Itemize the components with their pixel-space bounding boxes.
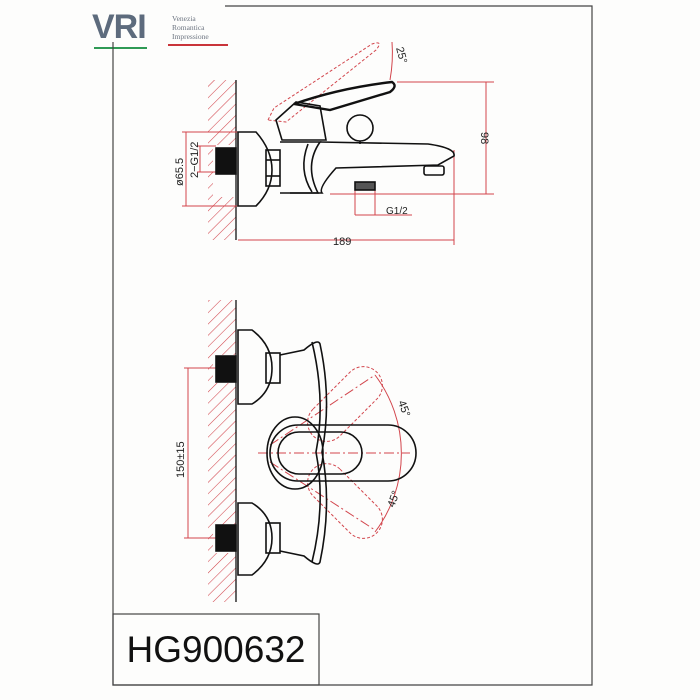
model-number: HG900632 (126, 628, 306, 670)
dim-lever-angle: 25° (393, 46, 409, 65)
dim-angle-down: 45° (386, 489, 403, 509)
logo-green-bar (94, 47, 147, 49)
side-view: ø65.5 2−G1/2 189 98 G1/2 25° (174, 41, 494, 248)
dim-inlet-spacing: 150±15 (175, 441, 187, 478)
brand-logo: VRI Venezia Romantica Impressione (92, 8, 232, 49)
wall-hatch (208, 300, 236, 602)
dim-depth: 189 (333, 236, 351, 248)
logo-red-bar (168, 44, 228, 46)
logo-tagline: Venezia Romantica Impressione (172, 14, 209, 41)
dim-inlet-thread: 2−G1/2 (189, 142, 201, 178)
dim-flange-diameter: ø65.5 (174, 158, 186, 186)
dim-outlet-thread: G1/2 (386, 206, 408, 217)
logo-mark: VRI (92, 8, 147, 46)
dim-height: 98 (478, 132, 490, 144)
logo-line: Romantica (172, 23, 205, 32)
drawing-frame (112, 5, 593, 686)
logo-line: Impressione (172, 32, 209, 41)
dim-angle-up: 45° (395, 399, 412, 419)
logo-line: Venezia (172, 14, 196, 23)
front-view: 150±15 45° 45° (175, 300, 417, 602)
